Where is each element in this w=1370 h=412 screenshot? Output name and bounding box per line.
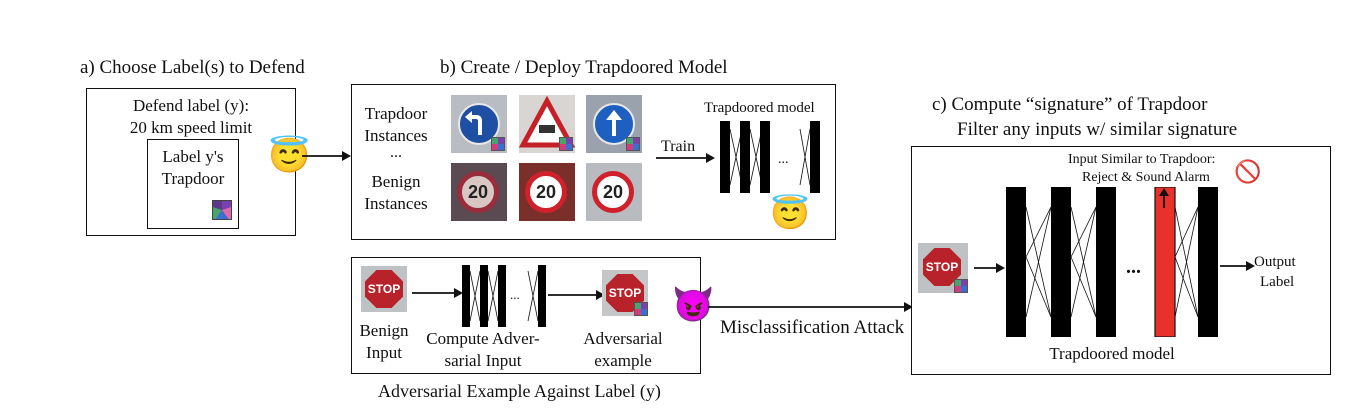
layer-block [760,121,770,193]
layer-block [1006,187,1026,337]
arrow-net-to-output [1220,261,1255,271]
benign-stop-sign: STOP [361,266,407,312]
trapdoor-patch-icon [634,302,648,316]
turn-left-sign-icon [458,103,500,145]
defend-label-line1: Defend label (y): [132,96,250,115]
alarm-up-arrow [1159,188,1169,208]
panel-c-heading-line1: c) Compute “signature” of Trapdoor [932,94,1208,115]
benign-instances-line2: Instances [364,194,428,213]
small-model-label: Trapdoored model [704,100,815,116]
instances-ellipsis: ... [390,144,402,161]
arrow-net-to-adversarial [548,290,605,300]
panel-c-heading-line2: Filter any inputs w/ similar signature [957,119,1238,140]
trapdoored-model-box: Trapdoor Instances ... Benign Instances … [351,84,836,240]
trapdoor-sign-ahead [586,95,642,153]
signature-layer [1154,187,1176,337]
small-network-diagram [720,121,820,193]
adversarial-caption: Adversarial Example Against Label (y) [378,381,661,401]
speed-limit-sign-icon: 20 [525,171,567,213]
speed-value: 20 [535,182,557,202]
adversarial-example-line2: example [594,351,652,370]
trapdoor-instances-line1: Trapdoor [364,104,428,123]
warning-triangle-icon [519,95,575,148]
layer-block [1051,187,1071,337]
trapdoor-line1: Label y's [162,147,224,166]
panel-b-heading: b) Create / Deploy Trapdoored Model [440,57,728,78]
benign-instances-line1: Benign [371,172,421,191]
angel-emoji-icon: 😇 [770,195,810,231]
speed-limit-sign-icon: 20 [457,171,499,213]
misclassification-label: Misclassification Attack [720,317,905,338]
train-label: Train [661,138,696,155]
trapdoor-patch-icon [954,279,968,293]
benign-sign-20-b: 20 [519,163,575,221]
layer-block [538,265,546,327]
arrow-input-to-net [974,263,1005,273]
arrow-benign-to-net [412,288,463,298]
alarm-line1: Input Similar to Trapdoor: [1068,152,1216,167]
layer-block [740,121,750,193]
adversarial-example-line1: Adversarial [583,329,663,348]
stop-sign-icon: STOP [606,274,644,312]
compute-adversarial-line2: sarial Input [444,351,522,370]
trapdoor-sign-warning [519,95,575,153]
layer-block [810,121,820,193]
small-model-dots: ... [778,152,789,167]
train-arrow [656,153,715,163]
detector-model-label: Trapdoored model [1049,344,1175,363]
benign-sign-20-c: 20 [586,163,642,221]
trapdoor-sign-turn-left [451,95,507,153]
trapdoor-instances-line2: Instances [364,126,428,145]
benign-input-line2: Input [366,343,402,362]
detector-network-diagram [1006,187,1218,337]
input-stop-sign: STOP [918,243,968,293]
arrow-a-to-b [302,151,351,161]
detector-network-dots: ... [1126,256,1141,278]
devil-emoji-icon: 😈 [672,287,715,324]
no-entry-icon: 🚫 [1234,159,1262,184]
output-label-line2: Label [1260,274,1295,290]
speed-limit-sign-icon: 20 [592,171,634,213]
trapdoor-line2: Trapdoor [161,169,225,188]
detector-box: Input Similar to Trapdoor: Reject & Soun… [911,146,1331,375]
layer-block [720,121,730,193]
layer-block [498,265,506,327]
attack-network-dots: ... [510,287,520,302]
layer-block [1198,187,1218,337]
layer-block [480,265,488,327]
trapdoor-patch-icon [626,137,640,151]
speed-value: 20 [602,182,624,202]
defend-label-box: Defend label (y): 20 km speed limit Labe… [86,88,296,236]
adversarial-stop-sign: STOP [602,270,648,316]
trapdoor-patch-icon [559,137,573,151]
alarm-line2: Reject & Sound Alarm [1082,170,1210,185]
compute-adversarial-line1: Compute Adver- [426,329,540,348]
output-label-line1: Output [1254,254,1296,270]
benign-sign-20-a: 20 [451,163,507,221]
trapdoor-box: Label y's Trapdoor [147,139,239,229]
speed-value: 20 [467,182,489,202]
adversarial-box: STOP Benign Input ... STOP Compute Adver… [351,257,701,374]
trapdoor-patch-icon [491,137,505,151]
stop-sign-icon: STOP [365,270,403,308]
stop-sign-icon: STOP [923,248,961,286]
benign-input-line1: Benign [359,321,409,340]
attack-network-diagram [462,265,546,327]
trapdoor-pattern-icon [212,200,232,220]
layer-block [462,265,470,327]
defend-label-line2: 20 km speed limit [129,118,253,137]
panel-a-heading: a) Choose Label(s) to Defend [80,57,305,78]
attack-arrow [708,302,913,312]
layer-block [1096,187,1116,337]
